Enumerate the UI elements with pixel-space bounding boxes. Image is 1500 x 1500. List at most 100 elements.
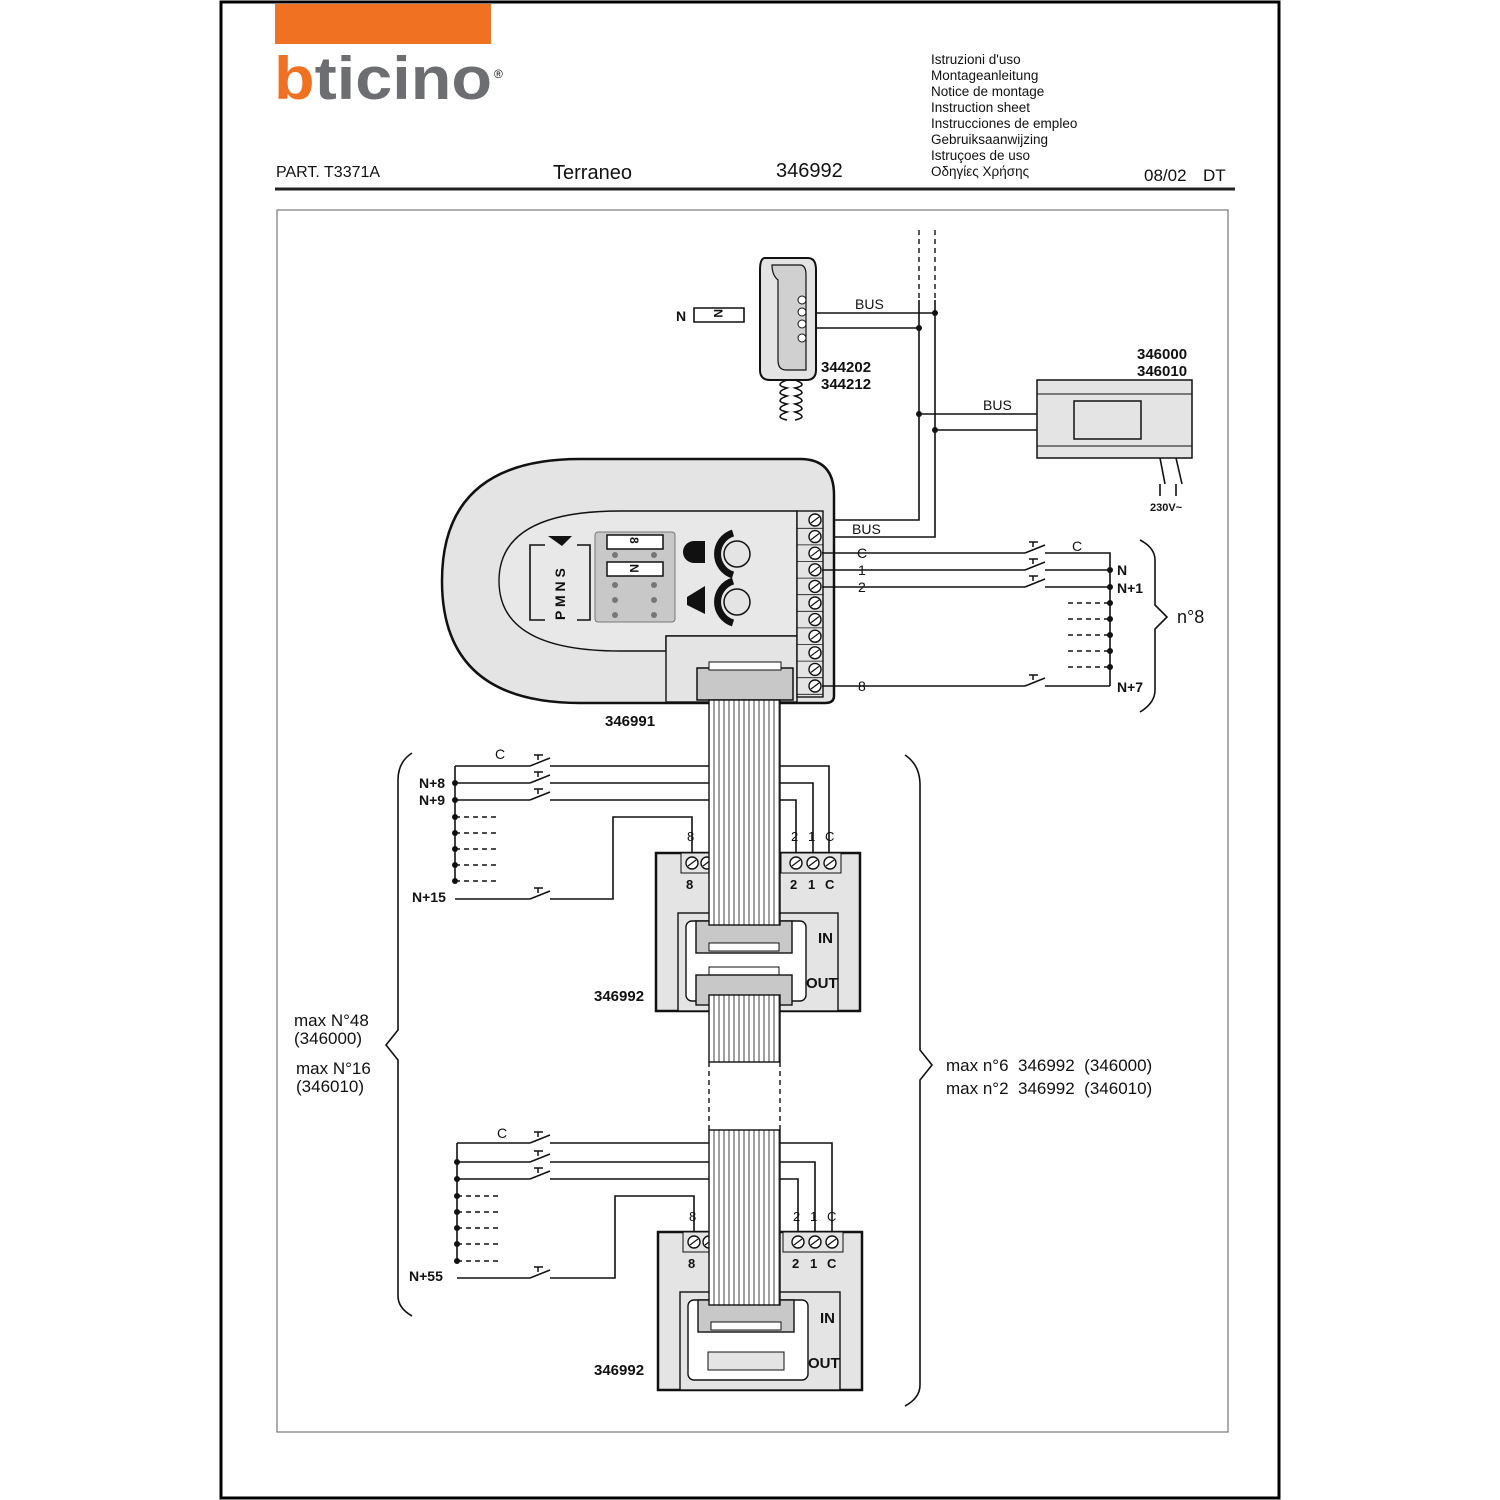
bus-label: BUS <box>855 296 884 312</box>
lock-icon <box>683 541 705 563</box>
handset-bus-wires <box>812 312 935 329</box>
note-text: max N°16 <box>296 1059 371 1078</box>
junction-dot <box>452 846 458 852</box>
junction-dot <box>1107 600 1113 606</box>
svg-text:N: N <box>711 309 725 318</box>
screw-slot <box>810 632 820 640</box>
screw-slot <box>825 859 835 867</box>
terminal-label: 1 <box>858 562 866 578</box>
terminal-label: 8 <box>858 678 866 694</box>
junction-dots <box>916 310 938 433</box>
out-label: OUT <box>808 1355 840 1372</box>
dept: DT <box>1203 166 1226 185</box>
handset-code: 344202 <box>821 359 871 376</box>
brace <box>1139 539 1169 713</box>
screw-slot <box>810 649 820 657</box>
handset-code: 344212 <box>821 376 871 393</box>
terminal-label: 2 <box>790 877 797 892</box>
button-contact <box>529 754 551 767</box>
part-number: PART. T3371A <box>276 164 380 181</box>
push-button-icon <box>529 1266 551 1279</box>
language-item: Istruçoes de uso <box>931 148 1030 163</box>
junction-dot <box>1107 616 1113 622</box>
page-border <box>219 0 1281 1500</box>
button-contact <box>529 1167 551 1180</box>
terminal-label: 8 <box>688 1256 695 1271</box>
call-label: N+7 <box>1117 679 1143 695</box>
screw-slot <box>810 549 820 557</box>
right-brace <box>904 754 934 1407</box>
product-code: 346992 <box>776 160 843 182</box>
out-label: OUT <box>806 975 838 992</box>
bus-label: BUS <box>983 397 1012 413</box>
screw-slot <box>810 533 820 541</box>
call-label: N+55 <box>409 1268 443 1284</box>
terminal-label: 1 <box>810 1256 817 1271</box>
common-label: C <box>495 746 505 762</box>
terminal-label: C <box>827 1256 837 1271</box>
power-supply <box>1036 379 1193 496</box>
registered-mark: ® <box>494 67 503 81</box>
note-text: max N°48 <box>294 1011 369 1030</box>
module-code: 346992 <box>594 1362 644 1379</box>
call-common <box>1045 552 1111 687</box>
language-item: Instruction sheet <box>931 100 1030 115</box>
button-contact <box>529 887 551 900</box>
screw-slot <box>810 599 820 607</box>
bus-label: BUS <box>852 521 881 537</box>
in-label: IN <box>820 1310 835 1327</box>
jumper-connector: N N <box>676 307 745 324</box>
screw-slot <box>808 859 818 867</box>
screw-slot <box>689 1238 699 1246</box>
screw-slot <box>810 616 820 624</box>
button-contact <box>529 1150 551 1163</box>
out-socket <box>708 966 780 976</box>
button-contact <box>1024 674 1046 687</box>
speaker-icon <box>687 586 705 614</box>
language-item: Οδηγίες Χρήσης <box>931 164 1030 179</box>
brand-bar <box>275 4 491 44</box>
terminal-label: 2 <box>793 1209 800 1224</box>
junction-dot <box>454 1225 460 1231</box>
push-button-icon <box>529 1167 551 1180</box>
left-brace <box>384 752 413 1317</box>
svg-text:bticino: bticino <box>274 45 492 112</box>
junction-dot <box>1107 632 1113 638</box>
terminal-label: 1 <box>810 1209 817 1224</box>
module1-call-wires <box>454 765 830 900</box>
push-button-icon <box>1024 541 1046 554</box>
handset-344202 <box>759 257 817 421</box>
junction-dot <box>452 797 458 803</box>
button-contact <box>1024 575 1046 588</box>
junction-dot <box>454 1159 460 1165</box>
ribbon-segment <box>708 699 781 926</box>
n-label: N <box>676 308 686 324</box>
terminal-block <box>796 510 824 698</box>
bus-riser <box>797 300 936 538</box>
note-text: (346010) <box>296 1077 364 1096</box>
note-text: max n°6 346992 (346000) <box>946 1056 1152 1075</box>
screw-slot <box>791 859 801 867</box>
junction-dot <box>1107 664 1113 670</box>
push-button-icon <box>529 887 551 900</box>
language-item: Notice de montage <box>931 84 1044 99</box>
jumper-label: 8 <box>627 537 641 544</box>
screw-slot <box>687 859 697 867</box>
call-count: n°8 <box>1177 607 1204 627</box>
terminal-label: 8 <box>687 829 694 844</box>
jumper-label: N <box>627 564 641 573</box>
date: 08/02 <box>1144 166 1187 185</box>
button-contact <box>529 1131 551 1144</box>
screw-slot <box>810 665 820 673</box>
push-button-icon <box>529 788 551 801</box>
terminal-label: 2 <box>791 829 798 844</box>
ribbon-cable <box>708 699 781 1306</box>
screw-slot <box>793 1238 803 1246</box>
push-button-icon <box>529 771 551 784</box>
junction-dot <box>452 862 458 868</box>
push-button-icon <box>529 1131 551 1144</box>
screw-slot <box>810 682 820 690</box>
junction-dot <box>454 1193 460 1199</box>
terminal-label: 1 <box>808 877 815 892</box>
